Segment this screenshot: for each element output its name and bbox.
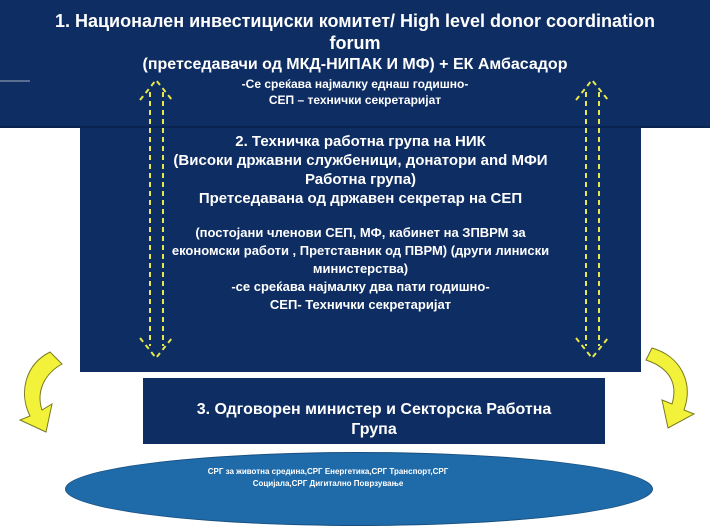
box2-title: 2. Техничка работна група на НИК <box>235 133 486 150</box>
sector-working-groups-ellipse <box>65 452 653 526</box>
box1-chairs-line: (претседавачи од МКД-НИПАК И МФ) + ЕК Ам… <box>142 56 568 73</box>
box2-permanent-members-line2: економски работи , Претставник од ПВРМ) … <box>171 243 550 258</box>
box3-title-line2: Група <box>351 421 397 438</box>
box1-title-line1: 1. Национален инвестициски комитет/ High… <box>54 11 656 31</box>
curved-arrow-right-icon <box>645 347 696 429</box>
ellipse-line1: СРГ за животна средина,СРГ Енергетика,СР… <box>207 467 449 476</box>
box2-secretariat: СЕП- Технички секретаријат <box>269 297 452 312</box>
national-investment-committee-box: 1. Национален инвестициски комитет/ High… <box>0 0 710 128</box>
box1-title-line2: forum <box>329 33 381 53</box>
box2-permanent-members-line3: министерства) <box>312 261 409 276</box>
box2-permanent-members-line1: (постојани членови СЕП, МФ, кабинет на З… <box>195 225 526 240</box>
box2-chaired-by: Претседавана од државен секретар на СЕП <box>198 190 523 207</box>
box2-members-line1: (Високи државни службеници, донатори and… <box>173 152 548 169</box>
box3-title-line1: 3. Одговорен министер и Секторска Работн… <box>196 401 552 418</box>
box1-secretariat: СЕП – технички секретаријат <box>268 93 442 107</box>
curved-arrow-left-icon <box>18 351 63 433</box>
ellipse-line2: Социјала,СРГ Дигитално Поврзување <box>252 479 404 488</box>
box2-members-line2: Работна група) <box>304 171 417 188</box>
decorative-line <box>0 80 30 82</box>
responsible-minister-box: 3. Одговорен министер и Секторска Работн… <box>143 378 605 444</box>
technical-working-group-box: 2. Техничка работна група на НИК (Високи… <box>80 124 641 372</box>
box2-meeting-frequency: -се среќава најмалку два пати годишно- <box>231 279 490 294</box>
sector-working-groups-text: СРГ за животна средина,СРГ Енергетика,СР… <box>148 466 508 490</box>
box1-meeting-frequency: -Се среќава најмалку еднаш годишно- <box>241 77 469 91</box>
